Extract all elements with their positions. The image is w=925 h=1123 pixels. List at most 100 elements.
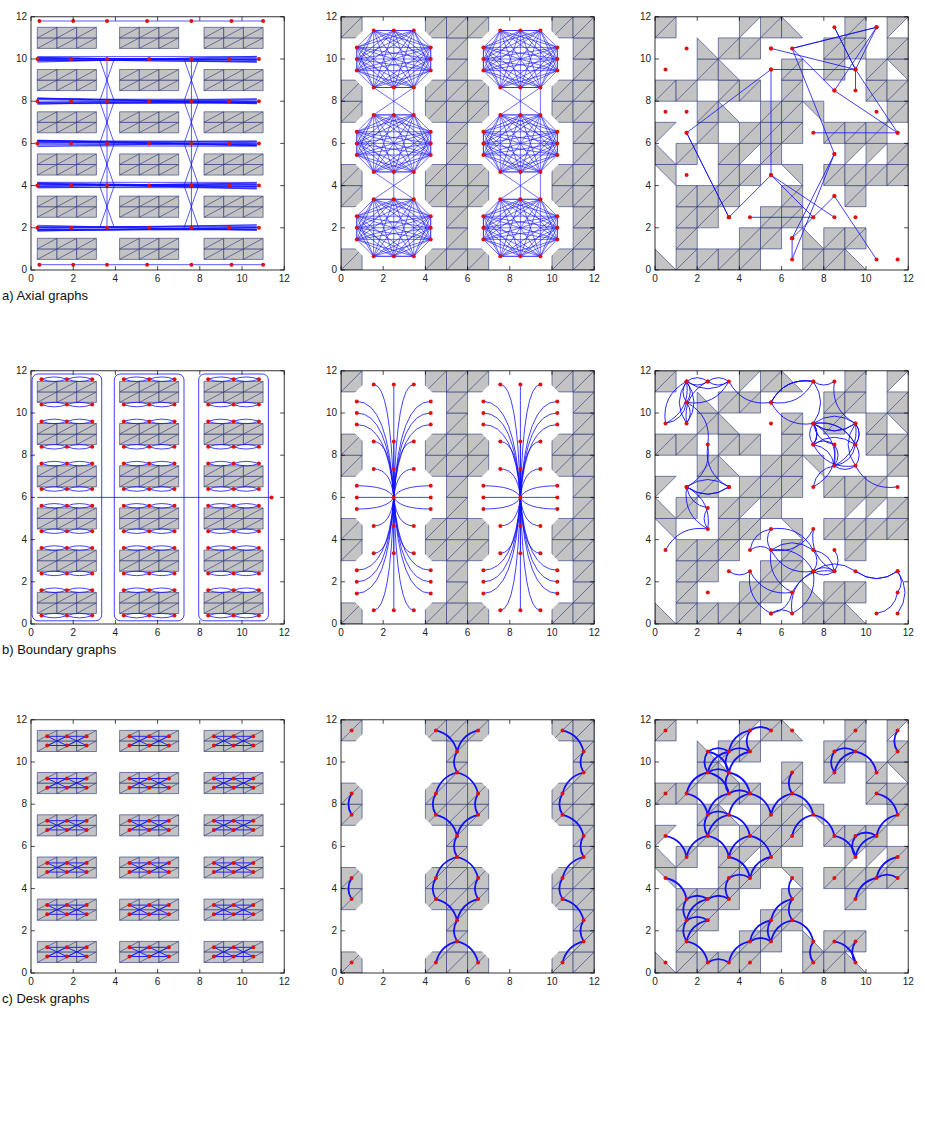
- graph-edge: [834, 27, 876, 90]
- graph-vertex: [481, 568, 485, 572]
- desk-diagonal: [37, 27, 57, 38]
- desk-diagonal: [447, 207, 468, 228]
- graph-vertex: [429, 411, 433, 415]
- desk-cell: [139, 154, 159, 165]
- graph-curve: [42, 548, 67, 550]
- desk-diagonal: [120, 80, 140, 91]
- graph-vertex: [481, 580, 485, 584]
- desk-cell: [57, 561, 77, 572]
- desk-cell: [57, 424, 77, 435]
- graph-vertex: [355, 69, 359, 73]
- desk-cell: [447, 186, 468, 207]
- desk-diagonal: [718, 80, 739, 101]
- desk-cell: [803, 249, 824, 270]
- desk-diagonal: [447, 561, 468, 582]
- desk-cell: [159, 154, 179, 165]
- desk-diagonal: [573, 497, 594, 518]
- graph-edge: [37, 99, 256, 103]
- desk-cell: [120, 70, 140, 81]
- desk-cell: [120, 249, 140, 260]
- desk-diagonal: [139, 80, 159, 91]
- desk-cell: [573, 455, 594, 476]
- graph-curve: [124, 445, 149, 447]
- graph-edge: [687, 133, 729, 218]
- graph-edge: [357, 59, 394, 88]
- desk-diagonal: [37, 238, 57, 249]
- desk-cell: [37, 476, 57, 487]
- graph-edge: [520, 59, 557, 88]
- graph-vertex: [40, 614, 44, 618]
- graph-vertex: [65, 419, 69, 423]
- desk-diagonal: [676, 80, 697, 101]
- graph-curve: [394, 497, 431, 593]
- graph-edge: [184, 59, 199, 101]
- desk-cell: [37, 38, 57, 49]
- desk-diagonal: [120, 154, 140, 165]
- desk-diagonal: [57, 196, 77, 207]
- graph-vertex: [429, 69, 433, 73]
- desk-cell: [120, 112, 140, 123]
- graph-edge: [483, 143, 520, 172]
- desk-diagonal: [573, 80, 594, 101]
- desk-cell: [204, 154, 224, 165]
- desk-diagonal: [573, 38, 594, 59]
- tick-mark: [341, 620, 342, 624]
- graph-edge: [771, 175, 834, 217]
- graph-curve: [208, 548, 233, 550]
- desk-diagonal: [37, 381, 57, 392]
- tick-mark: [31, 371, 32, 375]
- desk-cell: [159, 70, 179, 81]
- tick-mark: [904, 101, 908, 102]
- graph-curve: [208, 613, 233, 615]
- desk-diagonal: [37, 70, 57, 81]
- tick-mark: [908, 266, 909, 270]
- graph-edge: [483, 115, 520, 155]
- graph-curve: [67, 464, 92, 466]
- desk-cell: [224, 424, 244, 435]
- graph-edge: [500, 87, 520, 88]
- graph-vertex: [69, 99, 73, 103]
- desk-cell: [224, 165, 244, 176]
- desk-diagonal: [739, 122, 760, 143]
- graph-vertex: [173, 529, 177, 533]
- graph-edge: [374, 172, 414, 199]
- graph-edge: [37, 184, 256, 190]
- graph-curve: [234, 588, 259, 590]
- desk-diagonal: [120, 122, 140, 133]
- desk-diagonal: [77, 238, 97, 249]
- graph-curve: [124, 506, 149, 508]
- desk-cell: [57, 434, 77, 445]
- graph-edge: [374, 172, 414, 199]
- graph-curve: [208, 588, 233, 590]
- graph-curve: [42, 405, 67, 407]
- graph-curve: [42, 419, 67, 421]
- desk-cell: [37, 424, 57, 435]
- desk-cell: [573, 228, 594, 249]
- desk-cell: [77, 381, 97, 392]
- desk-cell: [57, 154, 77, 165]
- graph-edge: [500, 256, 520, 257]
- graph-curve: [374, 497, 394, 610]
- tick-mark: [739, 17, 740, 21]
- desk-cell: [77, 154, 97, 165]
- desk-triangle: [739, 17, 760, 38]
- desk-cell: [139, 70, 159, 81]
- graph-vertex: [173, 419, 177, 423]
- graph-vertex: [90, 529, 94, 533]
- tick-mark: [590, 581, 594, 582]
- graph-vertex: [147, 504, 151, 508]
- desk-diagonal: [761, 228, 782, 249]
- tick-mark: [697, 266, 698, 270]
- desk-diagonal: [447, 476, 468, 497]
- desk-cell: [57, 519, 77, 530]
- desk-cell: [120, 592, 140, 603]
- graph-vertex: [498, 440, 502, 444]
- desk-cell: [204, 508, 224, 519]
- desk-diagonal: [224, 392, 244, 403]
- graph-curve: [42, 464, 67, 466]
- graph-vertex: [555, 237, 559, 241]
- graph-curve: [42, 613, 67, 615]
- graph-curve: [42, 529, 67, 531]
- graph-curve: [124, 464, 149, 466]
- tick-mark: [280, 370, 284, 371]
